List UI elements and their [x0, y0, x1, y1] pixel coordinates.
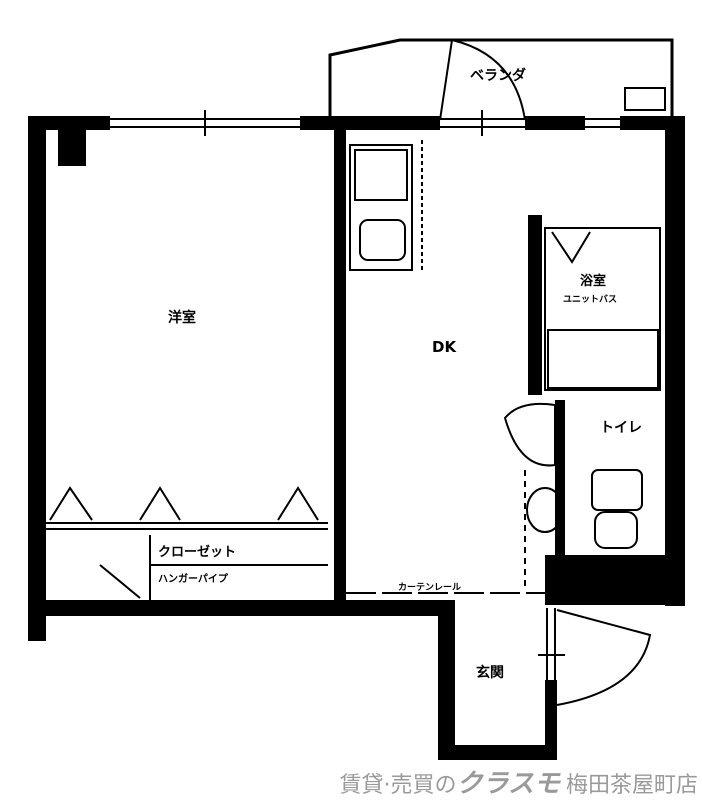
kitchen-counter: [349, 140, 423, 271]
label-closet: クローゼット: [158, 544, 236, 560]
toilet-fixtures: [503, 402, 643, 590]
label-dk: DK: [432, 338, 457, 356]
windows: [110, 110, 620, 136]
watermark: 賃貸·売買のクラスモ梅田茶屋町店: [340, 769, 699, 799]
label-entrance: 玄関: [476, 664, 504, 681]
label-curtain-rail: カーテンレール: [398, 582, 461, 593]
balcony-outline: [328, 38, 674, 120]
label-toilet: トイレ: [600, 420, 642, 436]
label-balcony: ベランダ: [470, 67, 526, 84]
entrance-door-frame: [538, 608, 565, 705]
balcony-door-swing: [439, 38, 526, 121]
outdoor-unit: [624, 87, 666, 111]
label-western-room: 洋室: [168, 309, 196, 326]
walls: [28, 116, 685, 760]
closet-doors: [46, 486, 328, 600]
entrance-door-swing: [556, 609, 652, 706]
label-hanger-pipe: ハンガーパイプ: [158, 572, 229, 585]
label-bath: 浴室: [580, 273, 606, 289]
unit-bath: [544, 227, 661, 391]
label-unit-bath: ユニットバス: [563, 294, 617, 305]
